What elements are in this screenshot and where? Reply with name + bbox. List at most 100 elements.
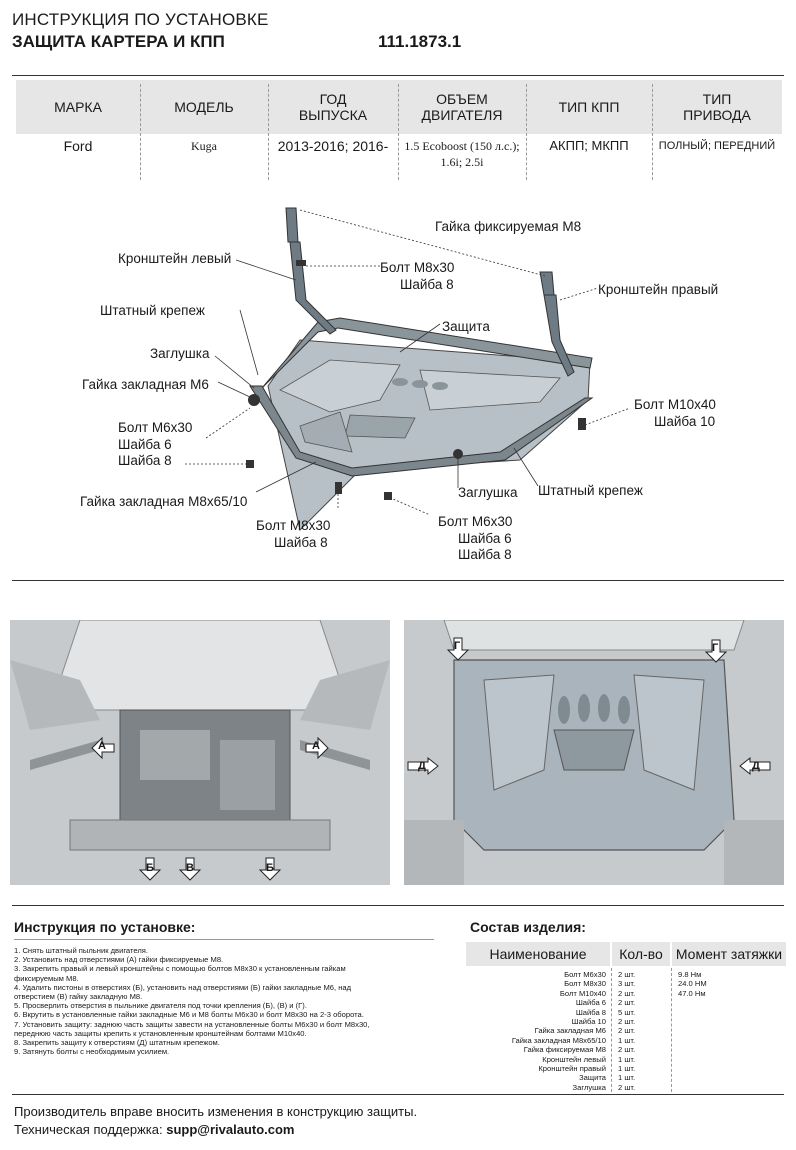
vehicle-table-header-row <box>16 80 782 134</box>
label-washer-8-right: Шайба 8 <box>458 547 512 562</box>
composition-item-name: Болт М6х30 <box>564 970 606 979</box>
arrow-a-right <box>305 736 329 760</box>
composition-item-name: Защита <box>579 1073 606 1083</box>
instruction-step: 8. Закрепить защиту к отверстиям (Д) шта… <box>14 1038 220 1048</box>
composition-item-name: Кронштейн левый <box>542 1054 606 1064</box>
table-separator <box>398 84 399 180</box>
header-make: МАРКА <box>54 99 102 115</box>
composition-item-qty: 5 шт. <box>618 1007 636 1017</box>
table-separator <box>526 84 527 180</box>
support-email-link[interactable]: supp@rivalauto.com <box>166 1122 295 1137</box>
label-washer-8-top: Шайба 8 <box>400 277 454 292</box>
diagram-divider <box>12 580 784 581</box>
cell-make: Ford <box>63 138 93 154</box>
label-washer-10: Шайба 10 <box>654 414 716 429</box>
label-bolt-m6x30-left: Болт М6х30 <box>118 420 193 435</box>
composition-title: Состав изделия: <box>470 919 586 935</box>
label-washer-8-bottom: Шайба 8 <box>274 535 328 550</box>
composition-item-name: Болт М8х30 <box>564 979 606 989</box>
footer-divider <box>12 1094 784 1095</box>
photo-label-d-left: Д <box>418 760 426 772</box>
label-washer-8-left: Шайба 8 <box>118 453 172 468</box>
callout-lines <box>214 259 539 493</box>
arrow-b-right <box>258 857 282 881</box>
instructions-underline <box>14 939 434 940</box>
composition-item-torque: 24.0 НМ <box>678 979 707 989</box>
fastener-marks <box>246 260 586 500</box>
instruction-step: фиксируемым М8. <box>14 973 79 983</box>
photo-label-g-right: Г <box>712 642 719 654</box>
label-bracket-right: Кронштейн правый <box>598 282 719 297</box>
composition-item-qty: 2 шт. <box>618 1082 636 1092</box>
label-std-fastener-left: Штатный крепеж <box>100 303 205 318</box>
arrow-v <box>178 857 202 881</box>
composition-header-torque: Момент затяжки <box>672 942 786 966</box>
table-separator <box>652 84 653 180</box>
photos-divider <box>12 905 784 906</box>
footer-support: Техническая поддержка: supp@rivalauto.co… <box>14 1122 294 1137</box>
protection-plate <box>248 317 594 531</box>
composition-item-name: Заглушка <box>572 1082 606 1092</box>
instruction-step: 1. Снять штатный пыльник двигателя. <box>14 946 149 955</box>
composition-item-qty: 2 шт. <box>618 1045 636 1055</box>
label-bracket-left: Кронштейн левый <box>118 251 232 266</box>
photo-installed-protection: Г Г Д Д <box>404 620 784 885</box>
instruction-step: 4. Удалить пистоны в отверстиях (Б), уст… <box>14 982 352 992</box>
photo-engine-bay-art <box>10 620 390 885</box>
exploded-diagram <box>185 207 631 531</box>
photo-label-b-left: Б <box>146 862 154 874</box>
nut-insert-m6-mark <box>248 394 260 406</box>
composition-item-name: Гайка закладная М8х65/10 <box>511 1035 606 1045</box>
label-bolt-m10x40: Болт М10х40 <box>634 397 716 412</box>
cell-drive: ПОЛНЫЙ; ПЕРЕДНИЙ <box>658 140 776 152</box>
table-separator <box>268 84 269 180</box>
doc-title-line2: ЗАЩИТА КАРТЕРА И КПП <box>12 32 225 51</box>
instruction-step: 5. Просверлить отверстия в пыльнике двиг… <box>14 1001 307 1011</box>
composition-item-torque: 9.8 Нм <box>678 970 702 979</box>
composition-item-torque: 47.0 Нм <box>678 988 706 998</box>
composition-item-name: Гайка фиксируемая М8 <box>523 1045 606 1055</box>
instruction-step: 3. Закрепить правый и левый кронштейны с… <box>14 964 346 974</box>
footer-disclaimer: Производитель вправе вносить изменения в… <box>14 1104 418 1119</box>
photo-installed-protection-art <box>404 620 784 885</box>
bracket-right-shape <box>539 271 575 377</box>
composition-item-qty: 3 шт. <box>618 979 636 989</box>
composition-item-name: Болт М10х40 <box>559 988 606 998</box>
arrow-d-left <box>407 756 439 776</box>
label-nut-insert-m8: Гайка закладная М8х65/10 <box>80 494 248 509</box>
composition-item-name: Шайба 6 <box>575 998 606 1008</box>
composition-item-qty: 1 шт. <box>618 1064 636 1073</box>
arrow-a-left <box>91 736 115 760</box>
composition-item-name: Кронштейн правый <box>538 1064 606 1073</box>
cell-gearbox: АКПП; МКПП <box>549 138 629 153</box>
doc-title-line1: ИНСТРУКЦИЯ ПО УСТАНОВКЕ <box>12 10 269 29</box>
composition-header-name: Наименование <box>466 942 610 966</box>
composition-item-qty: 2 шт. <box>618 970 636 979</box>
support-label: Техническая поддержка: <box>14 1122 163 1137</box>
label-std-fastener-right: Штатный крепеж <box>538 483 643 498</box>
bracket-left-shape <box>285 207 337 335</box>
composition-item-qty: 2 шт. <box>618 998 636 1008</box>
arrow-g-left <box>446 637 470 661</box>
cell-engine: 1.5 Ecoboost (150 л.с.); 1.6i; 2.5i <box>404 139 520 169</box>
header-model: МОДЕЛЬ <box>174 99 234 115</box>
composition-item-qty: 1 шт. <box>618 1073 636 1083</box>
composition-item-name: Шайба 10 <box>571 1017 606 1026</box>
header-gearbox: ТИП КПП <box>558 99 620 115</box>
instruction-step: 2. Установить над отверстиями (А) гайки … <box>14 955 224 965</box>
arrow-b-left <box>138 857 162 881</box>
label-bolt-m8x30-top: Болт М8х30 <box>380 260 455 275</box>
instructions-title: Инструкция по установке: <box>14 919 196 935</box>
table-separator <box>140 84 141 180</box>
label-protection: Защита <box>442 319 490 334</box>
label-plug-bottom: Заглушка <box>458 485 518 500</box>
header-year: ГОД ВЫПУСКА <box>298 91 368 123</box>
label-bolt-m8x30-bottom: Болт М8х30 <box>256 518 331 533</box>
photo-label-d-right: Д <box>752 760 760 772</box>
arrow-g-right <box>704 639 728 663</box>
composition-separator <box>671 968 672 1092</box>
cell-model: Kuga <box>191 139 217 153</box>
composition-item-qty: 2 шт. <box>618 1026 636 1036</box>
composition-item-qty: 1 шт. <box>618 1035 636 1045</box>
header-engine: ОБЪЕМ ДВИГАТЕЛЯ <box>421 91 503 123</box>
